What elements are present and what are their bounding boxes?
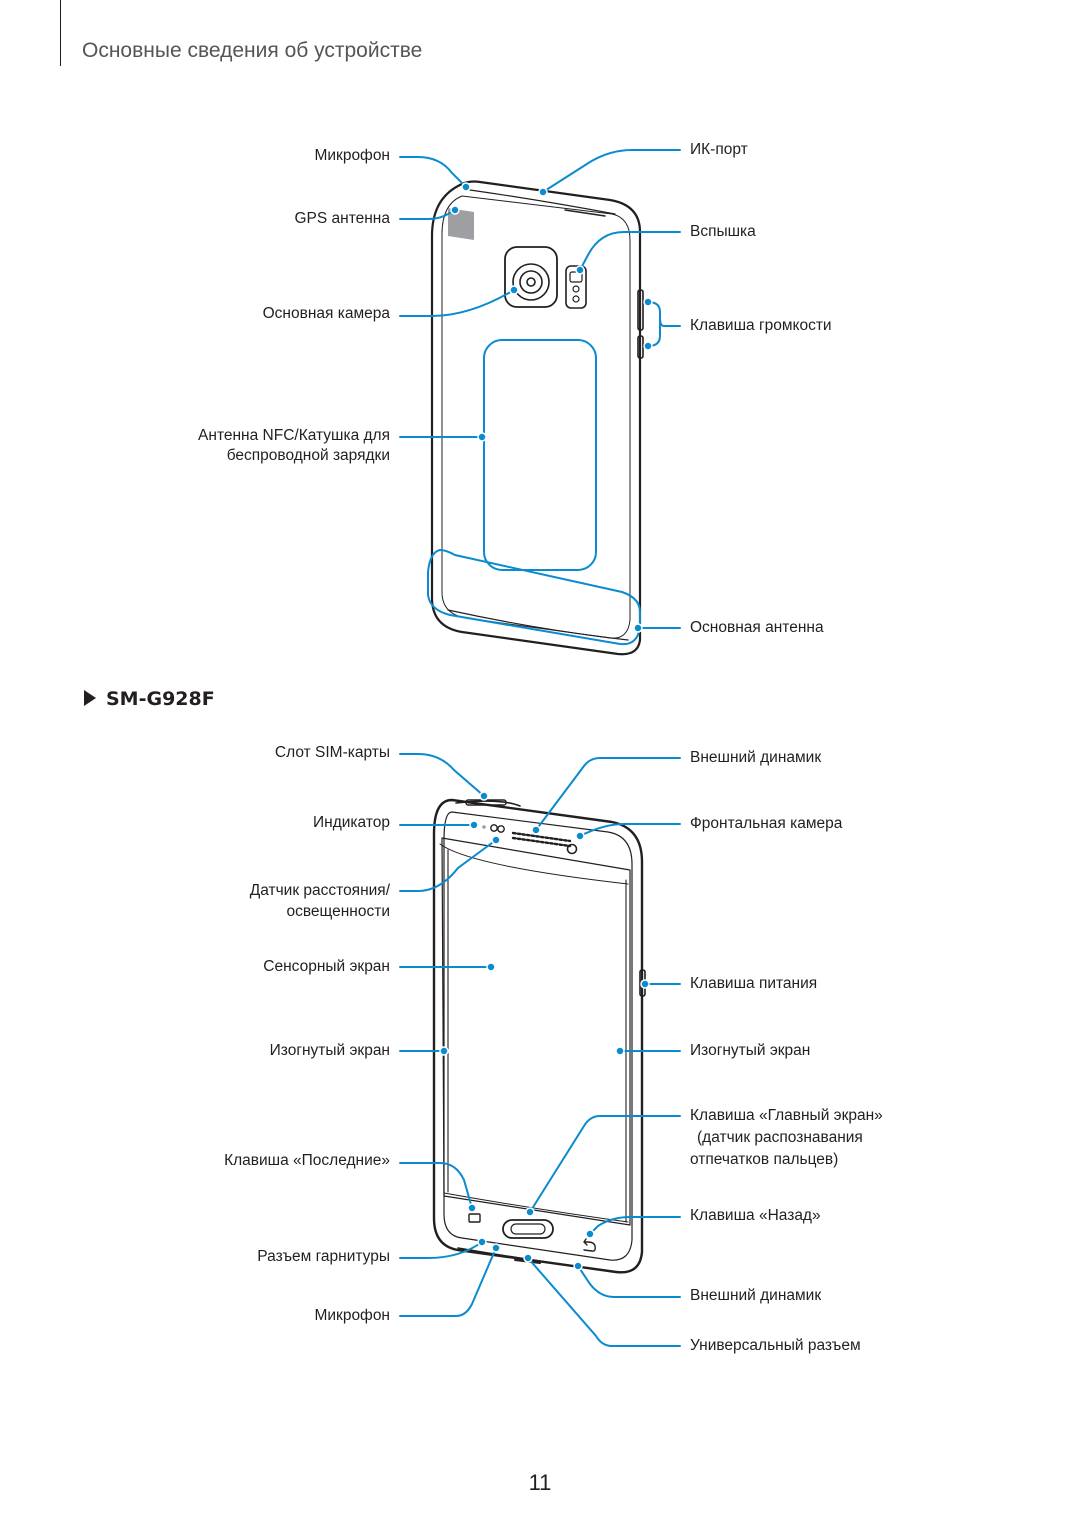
label-curved-screen-left: Изогнутый экран [269, 1042, 390, 1059]
label-touchscreen: Сенсорный экран [263, 958, 390, 975]
label-proximity-sensor-line1: Датчик расстояния/ [249, 882, 390, 899]
label-earpiece: Внешний динамик [690, 749, 822, 766]
label-recents-key: Клавиша «Последние» [224, 1152, 390, 1169]
label-nfc-antenna-line1: Антенна NFC/Катушка для [198, 427, 390, 444]
callout-front-camera [579, 823, 681, 837]
page-number: 11 [528, 1470, 552, 1495]
label-main-camera: Основная камера [262, 305, 390, 322]
page-header-title: Основные сведения об устройстве [82, 39, 423, 62]
callout-front-microphone [399, 1247, 497, 1317]
front-phone-illustration [432, 798, 646, 1274]
rear-flash-module [565, 265, 587, 309]
callout-headset-jack [399, 1241, 483, 1259]
callout-earpiece [535, 757, 681, 831]
label-power-key: Клавиша питания [690, 975, 818, 992]
front-earpiece-grill [511, 831, 572, 843]
rear-camera-lens-center [526, 277, 536, 287]
label-volume-key: Клавиша громкости [690, 317, 832, 334]
front-screen-bottom-edge [443, 1192, 629, 1223]
label-back-key: Клавиша «Назад» [690, 1207, 821, 1224]
main-antenna-region [427, 548, 641, 646]
label-nfc-antenna-line2: беспроводной зарядки [226, 447, 390, 464]
front-back-key-icon [583, 1238, 596, 1252]
front-camera-lens [566, 843, 578, 855]
rear-camera-lens [519, 270, 543, 294]
callout-recents-key [399, 1162, 473, 1209]
gps-antenna-patch [448, 208, 474, 240]
rear-volume-up-key [637, 289, 644, 331]
callout-sim-slot [399, 753, 485, 797]
rear-top-slot [564, 209, 606, 217]
model-name: SM-G928F [106, 688, 215, 710]
callout-back-key [589, 1216, 681, 1235]
front-proximity-sensor-1 [490, 824, 498, 832]
label-proximity-sensor-line2: освещенности [286, 903, 391, 920]
rear-flash-sensor-2 [572, 295, 580, 303]
callout-ir-port [542, 149, 681, 193]
rear-callout-dots [450, 182, 653, 633]
rear-phone-inner-edge [441, 195, 631, 639]
front-bottom-frame [457, 1247, 619, 1273]
label-main-antenna: Основная антенна [690, 619, 824, 636]
label-gps-antenna: GPS антенна [294, 210, 390, 227]
triangle-bullet-icon [84, 690, 96, 706]
front-phone-body [432, 798, 644, 1274]
label-indicator: Индикатор [313, 814, 390, 831]
callout-rear-microphone [399, 156, 467, 188]
rear-camera-lens-ring [512, 263, 550, 301]
label-home-key-line1: Клавиша «Главный экран» [690, 1107, 883, 1124]
callout-multipurpose-jack [527, 1257, 681, 1347]
label-multipurpose-jack: Универсальный разъем [690, 1337, 861, 1354]
front-proximity-sensor-2 [497, 825, 505, 833]
label-flash: Вспышка [690, 223, 756, 240]
nfc-coil-outline [483, 339, 597, 571]
rear-top-frame [469, 189, 616, 215]
label-curved-screen-right: Изогнутый экран [690, 1042, 811, 1059]
front-earpiece-grill-2 [511, 836, 572, 848]
label-headset-jack: Разъем гарнитуры [257, 1248, 390, 1265]
model-heading: SM-G928F [84, 688, 215, 710]
callout-proximity-sensor [399, 839, 497, 892]
front-phone-bezel [443, 811, 633, 1261]
rear-flash-sensor-1 [572, 285, 580, 293]
front-callouts [399, 753, 681, 1347]
header-rule [60, 0, 61, 66]
callout-gps-antenna [399, 209, 456, 220]
callout-speaker [577, 1265, 681, 1298]
rear-phone-body [430, 180, 642, 656]
front-home-key-shape [502, 1219, 554, 1239]
callout-volume-key [647, 301, 681, 347]
rear-camera-module [504, 246, 558, 308]
callout-home-key [529, 1115, 681, 1213]
label-speaker: Внешний динамик [690, 1287, 822, 1304]
front-screen-top-edge [439, 843, 629, 885]
label-ir-port: ИК-порт [690, 141, 748, 158]
label-home-key-line2: (датчик распознавания [697, 1129, 863, 1146]
label-sim-slot: Слот SIM-карты [274, 744, 390, 761]
callout-main-camera [399, 289, 515, 317]
rear-volume-down-key [637, 335, 644, 359]
front-top-frame [455, 800, 521, 807]
front-screen-area [441, 837, 631, 1226]
front-home-key-inner [510, 1223, 546, 1235]
label-front-microphone: Микрофон [314, 1307, 390, 1324]
front-callout-dots [439, 791, 650, 1271]
label-rear-microphone: Микрофон [314, 147, 390, 164]
front-indicator-led-2 [482, 825, 486, 829]
rear-bottom-frame [447, 609, 629, 641]
front-recents-key-icon [468, 1213, 481, 1223]
rear-callouts [399, 149, 681, 646]
rear-phone-illustration [430, 180, 644, 656]
label-front-camera: Фронтальная камера [690, 815, 843, 832]
label-home-key-line3: отпечатков пальцев) [690, 1151, 839, 1168]
callout-flash [579, 231, 681, 271]
